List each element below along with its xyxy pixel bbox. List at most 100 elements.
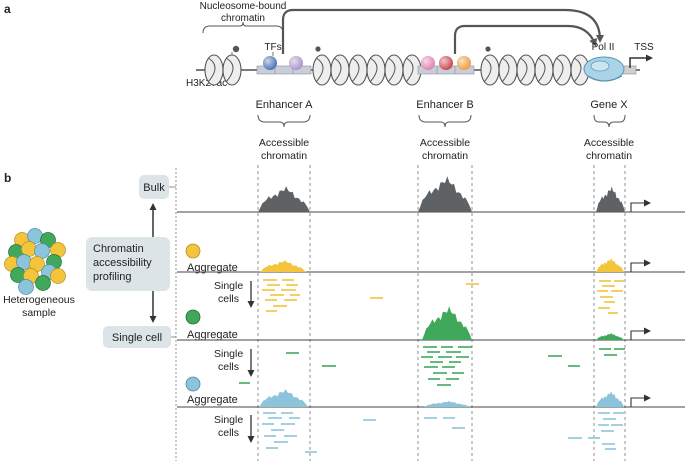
sample-label-line2: sample <box>22 307 56 319</box>
blue-cell-icon <box>185 376 201 392</box>
nucleosome-dna-wrap <box>519 57 528 83</box>
tf-red-shine <box>439 56 453 70</box>
nucleosome-dna-wrap <box>351 57 360 83</box>
nucleosome <box>534 54 554 86</box>
guide-lines <box>257 165 626 461</box>
accessible-bracket-b <box>418 114 472 128</box>
tfs-label: TFs <box>264 42 281 53</box>
tss-arrow <box>630 259 651 272</box>
profiling-line1: Chromatin <box>93 243 144 255</box>
blue-aggregate-track <box>177 389 685 408</box>
blue-single-cell-reads <box>262 412 624 453</box>
single-cell-box <box>103 326 171 348</box>
sample-cell <box>50 268 66 284</box>
enhancer-a-loop-arrow <box>281 8 604 54</box>
single-cell-label: Single cell <box>112 332 162 344</box>
nucleosome-label-line2: chromatin <box>221 13 265 24</box>
nucleosome <box>516 54 536 86</box>
aggregate-label-blue: Aggregate <box>187 394 238 406</box>
accessible-gene-line2: chromatin <box>586 150 632 162</box>
accessible-bracket-gene <box>593 114 626 128</box>
nucleosome <box>222 54 242 86</box>
single-cells-blue-line1: Single <box>214 414 243 426</box>
profiling-line3: profiling <box>93 271 132 283</box>
nucleosome <box>498 54 518 86</box>
accessibility-peak <box>424 401 470 407</box>
nucleosome <box>384 54 404 86</box>
accessibility-peak <box>260 260 306 272</box>
pol2-clamp <box>587 75 623 82</box>
nucleosome-dna-wrap <box>501 57 510 83</box>
single-cells-blue-line2: cells <box>218 427 239 439</box>
tf-pink-shine <box>421 56 435 70</box>
accessible-b-line2: chromatin <box>422 150 468 162</box>
green-cell-icon <box>185 309 201 325</box>
aggregate-label-yellow: Aggregate <box>187 262 238 274</box>
profiling-box <box>86 237 170 291</box>
nucleosome-dna-wrap <box>207 57 216 83</box>
h3k27ac-label: H3K27ac <box>186 78 227 89</box>
yellow-single-cell-reads <box>262 279 624 314</box>
panel-a-letter: a <box>4 2 11 16</box>
enhancer-b-label: Enhancer B <box>416 99 473 111</box>
bulk-track <box>177 176 685 213</box>
nucleosome-dna-wrap <box>555 57 564 83</box>
nucleosome-dna-wrap <box>369 57 378 83</box>
sample-cell <box>18 279 34 295</box>
tf-purple-shine <box>289 56 303 70</box>
yellow-aggregate-track <box>177 258 685 273</box>
tss-arrow <box>630 327 651 340</box>
accessible-a-line1: Accessible <box>259 137 309 149</box>
accessibility-peak <box>596 258 624 272</box>
nucleosome-label-line1: Nucleosome-bound <box>200 1 287 12</box>
accessibility-peak <box>596 186 625 212</box>
profiling-line2: accessibility <box>93 257 152 269</box>
tf-blue-shine <box>263 56 277 70</box>
enhancer-a-region <box>256 65 312 75</box>
nucleosome-dna-wrap <box>333 57 342 83</box>
green-single-cell-reads <box>239 346 625 386</box>
accessibility-peak <box>596 333 624 340</box>
h3k27ac-mark <box>485 46 491 52</box>
tss-arrow <box>629 54 653 68</box>
nucleosome-dna-wrap <box>483 57 492 83</box>
accessibility-peak <box>422 306 472 340</box>
heterogeneous-sample-cluster <box>4 228 66 295</box>
accessibility-peak <box>258 186 310 212</box>
accessibility-peak <box>596 391 624 407</box>
nucleosome-dna-wrap <box>405 57 414 83</box>
enhancer-a-label: Enhancer A <box>256 99 314 111</box>
pol2-subunit <box>590 60 610 72</box>
sample-cell <box>35 275 51 291</box>
gene-x-label: Gene X <box>590 99 628 111</box>
single-cells-green-line2: cells <box>218 361 239 373</box>
aggregate-label-green: Aggregate <box>187 329 238 341</box>
nucleosome <box>348 54 368 86</box>
nucleosome <box>480 54 500 86</box>
yellow-cell-icon <box>185 243 201 259</box>
nucleosome <box>552 54 572 86</box>
nucleosome-bracket <box>202 21 284 34</box>
nucleosome-dna-wrap <box>387 57 396 83</box>
sample-label-line1: Heterogeneous <box>3 294 75 306</box>
bulk-label: Bulk <box>143 182 165 194</box>
tf-orange-shine <box>457 56 471 70</box>
tss-arrow <box>630 394 651 407</box>
nucleosome <box>312 54 332 86</box>
green-aggregate-track <box>177 306 685 341</box>
h3k27ac-mark <box>232 45 240 53</box>
single-cells-yellow-line1: Single <box>214 280 243 292</box>
accessible-bracket-a <box>257 114 311 128</box>
nucleosome <box>366 54 386 86</box>
accessible-gene-line1: Accessible <box>584 137 634 149</box>
nucleosome-dna-wrap <box>315 57 324 83</box>
accessible-b-line1: Accessible <box>420 137 470 149</box>
bulk-box <box>139 175 169 199</box>
h3k27ac-mark <box>315 46 321 52</box>
panel-b-letter: b <box>4 171 11 185</box>
pol2-label: Pol II <box>592 42 615 53</box>
single-cells-green-line1: Single <box>214 348 243 360</box>
nucleosome-dna-wrap <box>537 57 546 83</box>
accessibility-peak <box>418 176 472 212</box>
